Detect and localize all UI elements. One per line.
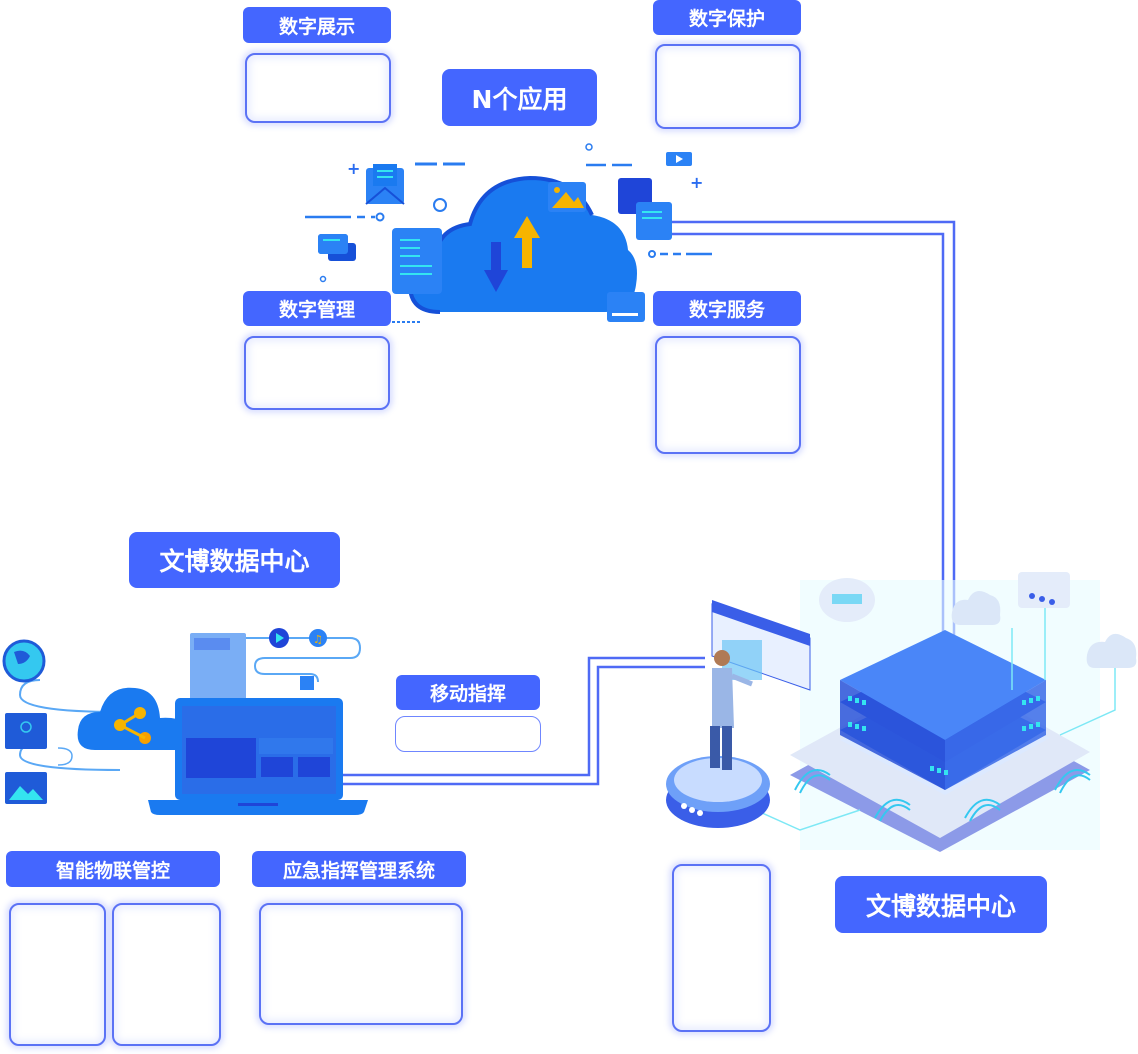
label-museum-data-center-left: 文博数据中心	[129, 532, 340, 588]
server-illustration	[666, 572, 1137, 852]
svg-text:♫: ♫	[313, 633, 323, 646]
panel-mobile-device	[672, 864, 771, 1032]
connector-cloud-to-server	[668, 220, 956, 650]
panel-emergency-system	[259, 903, 463, 1025]
laptop-illustration: ♫	[2, 628, 368, 815]
panel-digital-management	[244, 336, 390, 410]
label-emergency-system: 应急指挥管理系统	[252, 851, 466, 887]
label-iot-control: 智能物联管控	[6, 851, 220, 887]
panel-digital-protection	[655, 44, 801, 129]
label-digital-protection: 数字保护	[653, 0, 801, 35]
label-mobile-command: 移动指挥	[396, 675, 540, 710]
label-museum-data-center-right: 文博数据中心	[835, 876, 1047, 933]
label-digital-service: 数字服务	[653, 291, 801, 326]
label-digital-management: 数字管理	[243, 291, 391, 326]
panel-digital-service	[655, 336, 801, 454]
cloud-apps-illustration: + + +	[305, 143, 712, 323]
connector-laptop-to-operator	[342, 656, 705, 786]
panel-iot-control-1	[9, 903, 106, 1046]
label-n-apps: N个应用	[442, 69, 597, 126]
label-digital-display: 数字展示	[243, 7, 391, 43]
panel-digital-display	[245, 53, 391, 123]
panel-iot-control-2	[112, 903, 221, 1046]
svg-text:+: +	[690, 173, 703, 192]
svg-text:+: +	[347, 159, 360, 178]
panel-mobile-command	[395, 716, 541, 752]
